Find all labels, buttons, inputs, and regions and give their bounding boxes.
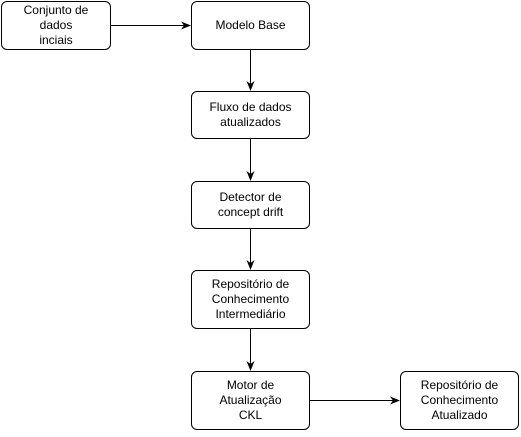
node-conjunto-de-dados-iniciais: Conjunto de dados inciais — [1, 1, 111, 50]
node-fluxo-de-dados: Fluxo de dados atualizados — [191, 91, 310, 139]
node-detector-concept-drift: Detector de concept drift — [191, 181, 310, 229]
node-repositorio-atualizado: Repositório de Conhecimento Atualizado — [400, 371, 519, 430]
node-repositorio-intermediario: Repositório de Conhecimento Intermediári… — [191, 270, 310, 329]
node-motor-de-atualizacao: Motor de Atualização CKL — [191, 371, 310, 430]
node-modelo-base: Modelo Base — [191, 1, 310, 50]
